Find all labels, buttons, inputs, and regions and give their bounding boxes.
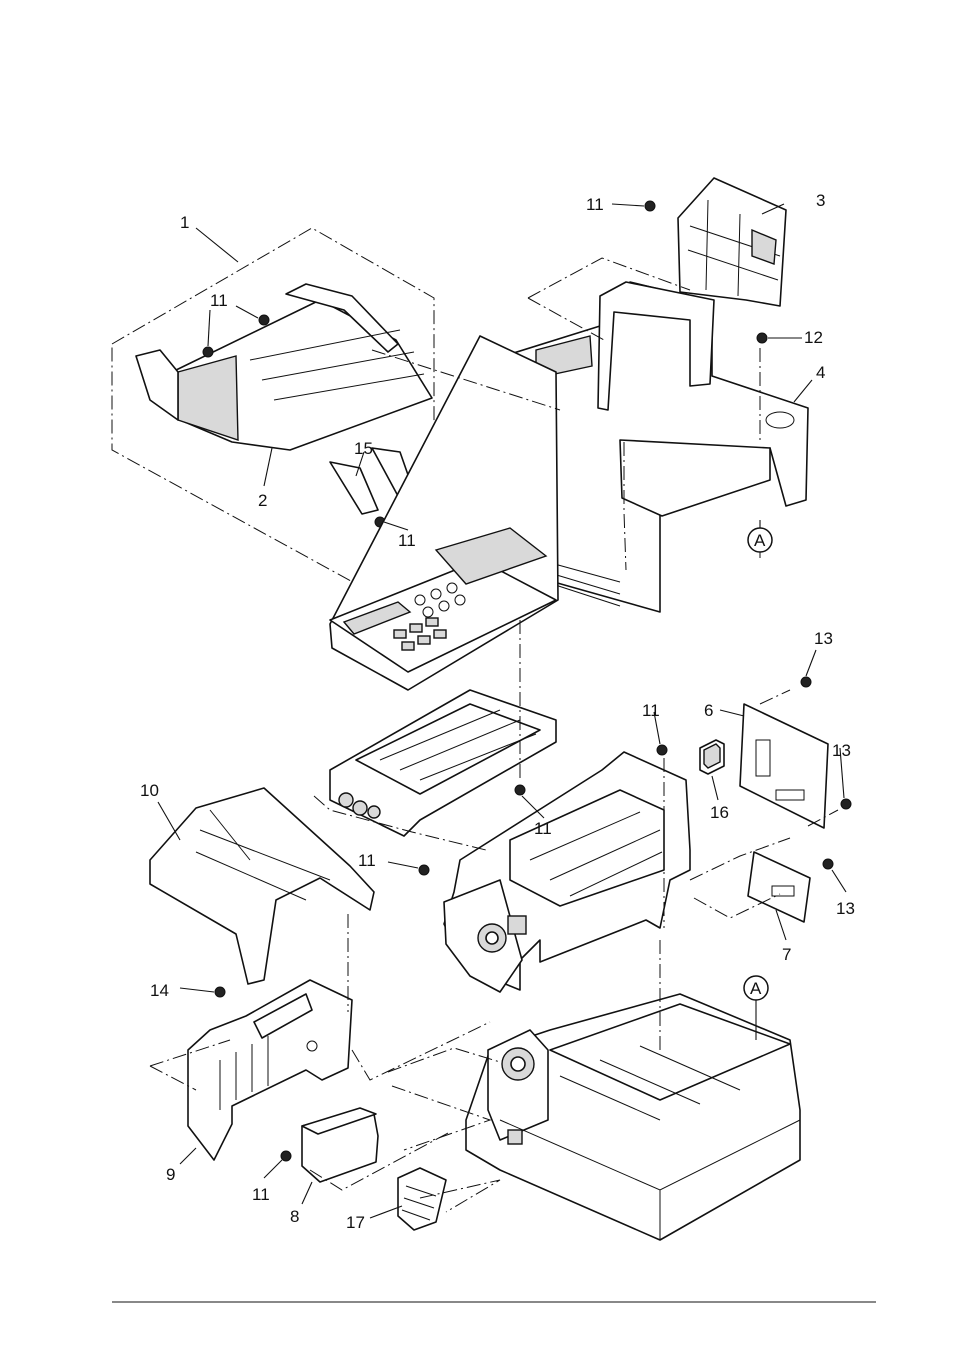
callout-11-feed: 11 [534,819,552,838]
callout-13-top: 13 [814,629,833,648]
callout-11-side: 11 [358,851,376,870]
callout-2: 2 [258,491,267,510]
main-frame [444,752,690,992]
callout-11-frame: 11 [642,701,660,720]
screw-icon [259,315,269,325]
callout-9: 9 [166,1165,175,1184]
screw-icon [419,865,429,875]
callout-17: 17 [346,1213,365,1232]
part-6-control-board [740,704,828,828]
callout-6: 6 [704,701,713,720]
screw-icon [823,859,833,869]
part-7-power-board [748,852,810,922]
screw-icon [801,677,811,687]
part-17-small-cover [398,1168,446,1230]
screw-icon [515,785,525,795]
callout-11-tray-b: 11 [398,531,416,550]
screw-icon [841,799,851,809]
callout-11-bracket: 11 [252,1185,270,1204]
callout-11-top: 11 [586,195,604,214]
callout-16: 16 [710,803,729,822]
callout-4: 4 [816,363,825,382]
callout-10: 10 [140,781,159,800]
reference-label-a-top: A [754,531,766,550]
callout-13-low: 13 [836,899,855,918]
screw-icon [215,987,225,997]
screw-icon [657,745,667,755]
paper-feed-frame [330,690,556,836]
callout-13-mid: 13 [832,741,851,760]
lower-printer-body [466,994,800,1240]
callout-1: 1 [180,213,189,232]
callout-11-tray-a: 11 [210,291,228,310]
callout-7: 7 [782,945,791,964]
part-10-output-stacker [150,788,374,984]
callout-3: 3 [816,191,825,210]
reference-label-a-bottom: A [750,979,762,998]
screw-icon [645,201,655,211]
screw-icon [203,347,213,357]
part-3-rear-cover [678,178,786,306]
part-16-connector [700,740,724,774]
callout-8: 8 [290,1207,299,1226]
screw-icon [757,333,767,343]
screw-icon [281,1151,291,1161]
callout-15: 15 [354,439,373,458]
callout-12: 12 [804,328,823,347]
part-2-document-tray [136,284,432,514]
part-8-bracket [302,1108,378,1182]
callout-14: 14 [150,981,169,1000]
